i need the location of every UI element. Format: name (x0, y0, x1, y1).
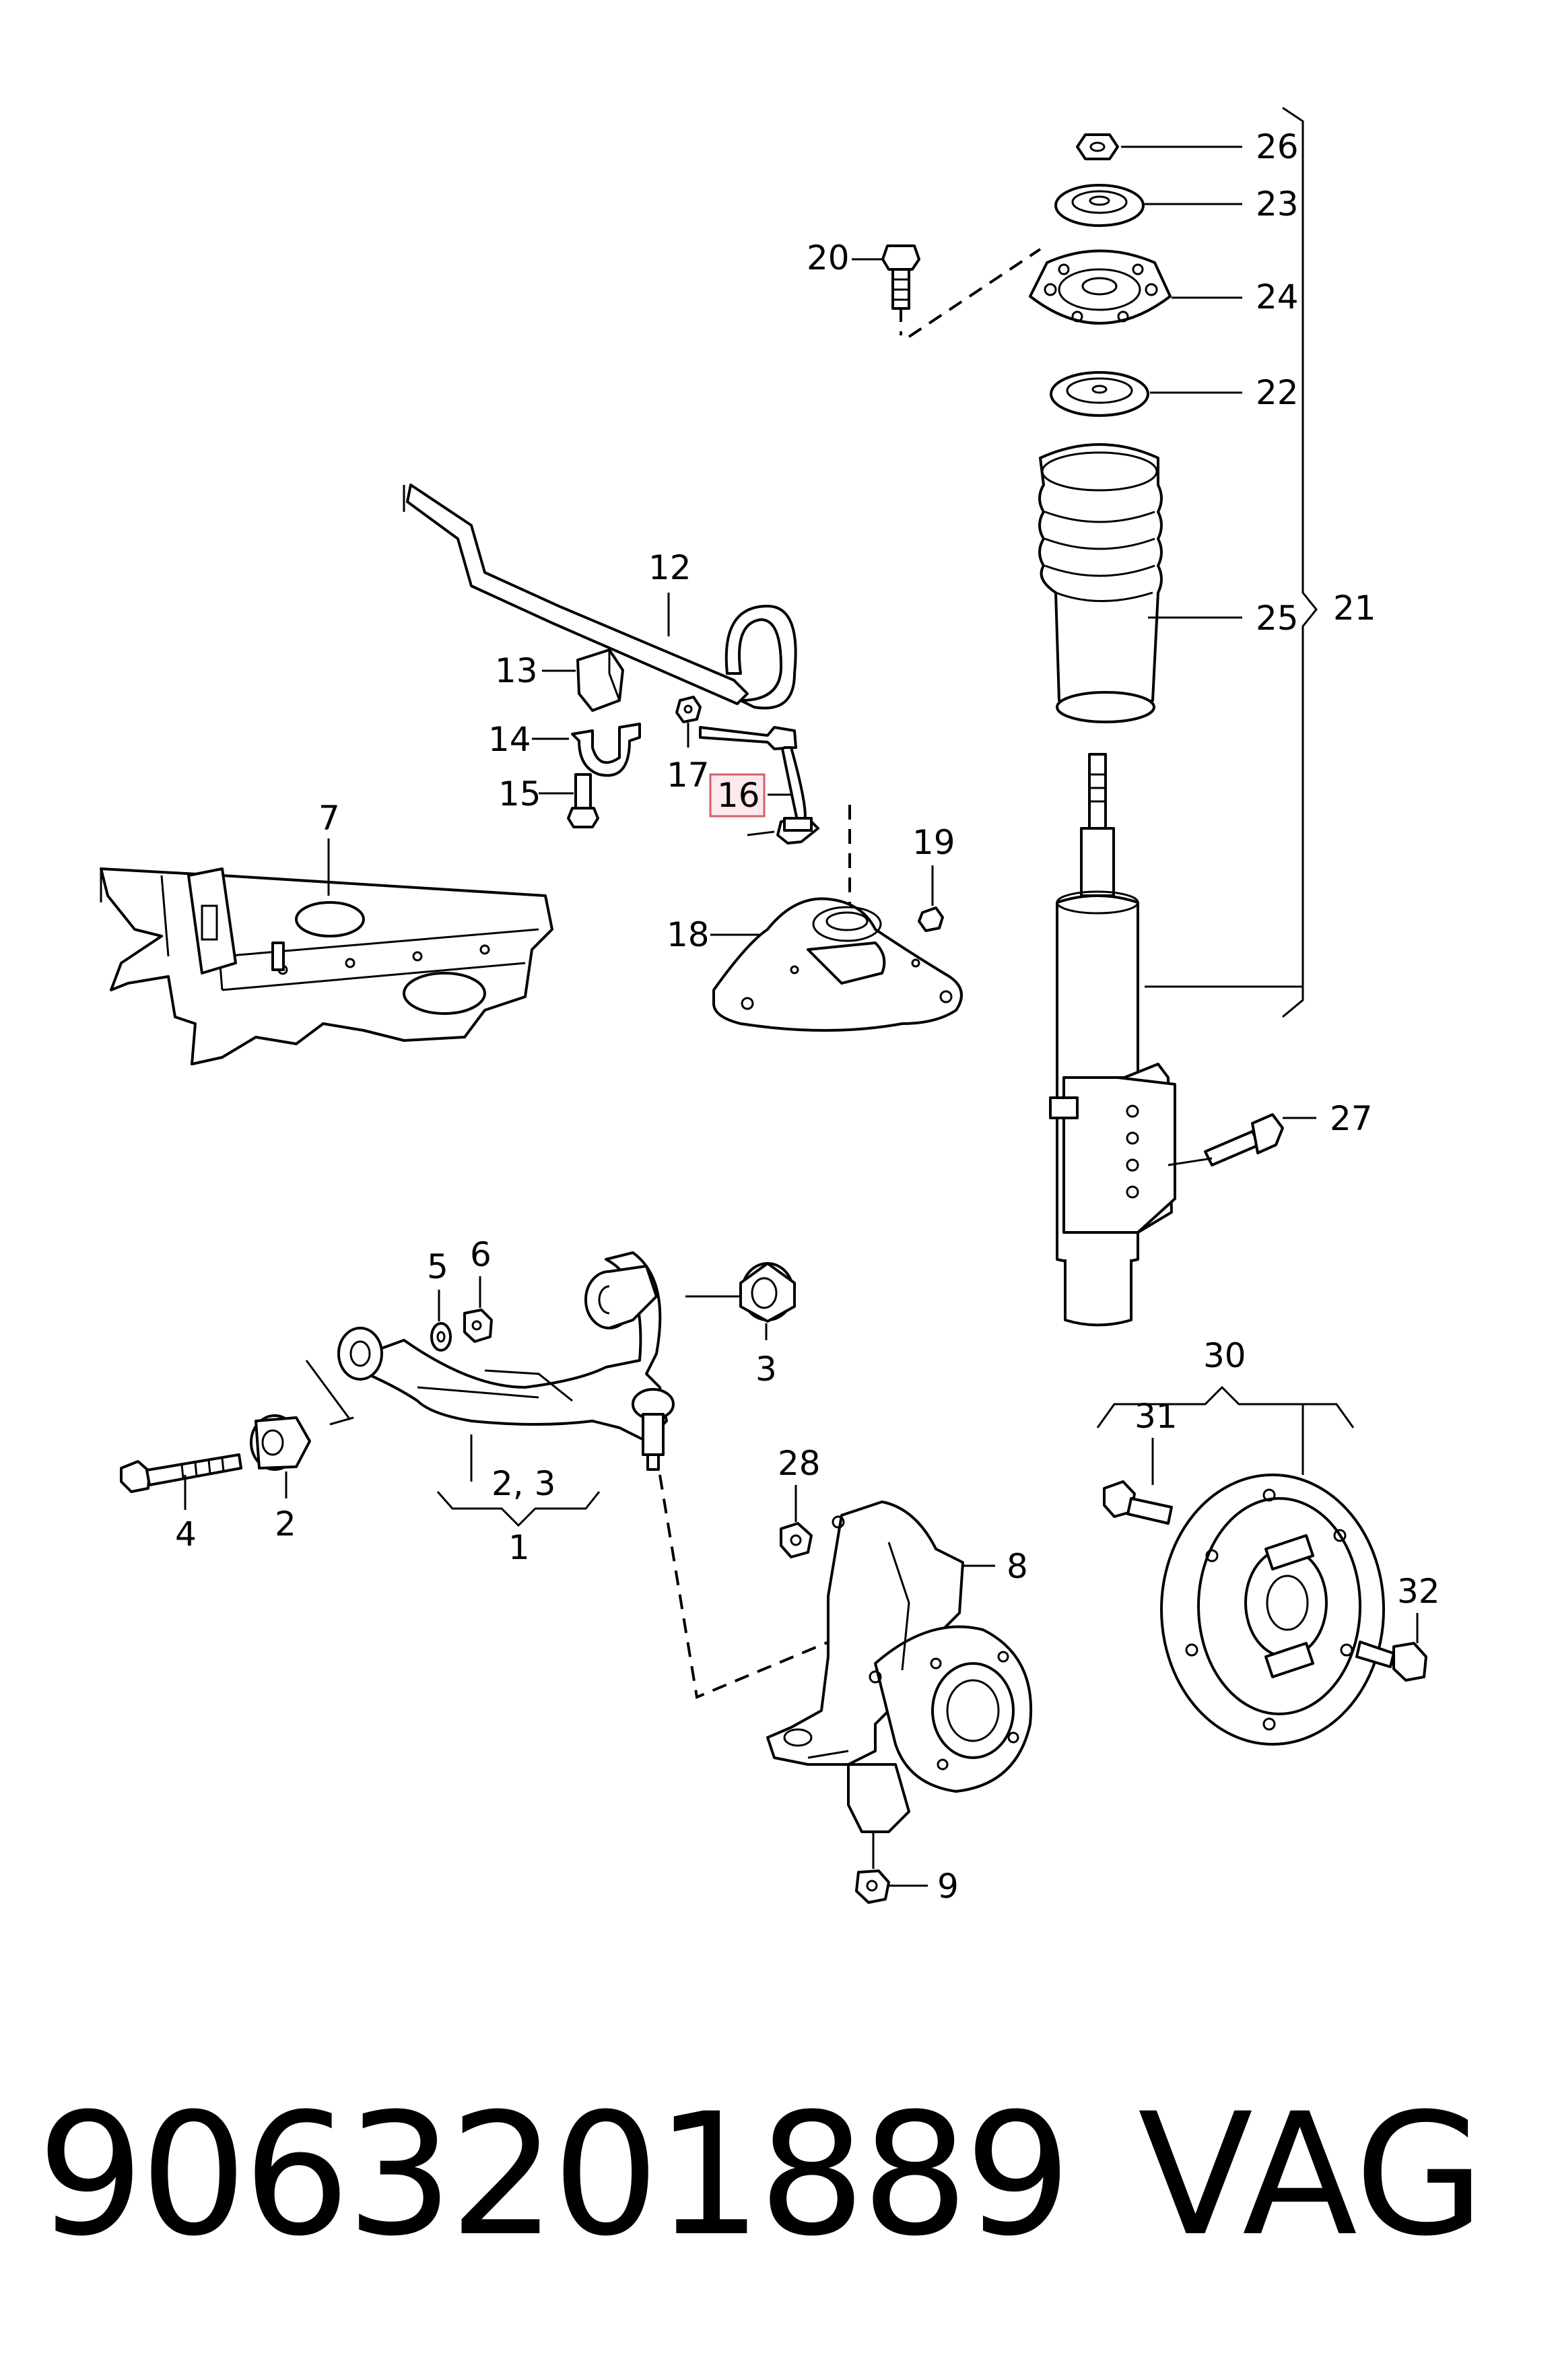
callout-5: 5 (427, 1247, 448, 1286)
top-mount-24 (1029, 249, 1172, 325)
callout-7: 7 (318, 799, 340, 838)
callout-23: 23 (1256, 185, 1299, 224)
callout-12: 12 (648, 548, 691, 587)
bolt-31 (1103, 1480, 1173, 1525)
nut-9 (855, 1870, 890, 1904)
wishbone-1 (366, 1251, 675, 1471)
callout-18: 18 (667, 915, 710, 954)
strut-assembly (881, 133, 1284, 1327)
wheel-hub-30 (1103, 1474, 1427, 1746)
callout-4: 4 (175, 1515, 197, 1554)
nut-28 (780, 1522, 813, 1558)
callout-24: 24 (1256, 277, 1299, 317)
subframe-7 (100, 867, 553, 1065)
callout-1: 1 (508, 1528, 530, 1567)
callout-19: 19 (912, 823, 955, 862)
part-number: 9063201889 (37, 2077, 1072, 2273)
clamp-14 (571, 723, 641, 777)
bushing-front (337, 1327, 383, 1381)
stabilizer-bar-12 (403, 484, 797, 710)
washer-5 (430, 1322, 452, 1352)
callout-26: 26 (1256, 127, 1299, 166)
callout-17: 17 (667, 756, 710, 795)
callout-labels: 26 23 20 24 22 12 25 21 13 14 17 16 15 7… (175, 127, 1440, 1906)
callout-27: 27 (1330, 1099, 1373, 1138)
callout-21: 21 (1333, 589, 1376, 628)
dust-boot-25 (1038, 443, 1163, 723)
bushing-rear (584, 1265, 658, 1329)
footer: 9063201889 VAG (0, 2074, 1556, 2276)
callout-16: 16 (717, 776, 760, 815)
callout-2-3: 2, 3 (492, 1464, 555, 1503)
bolt-20 (881, 244, 920, 310)
shock-absorber-body (1049, 890, 1176, 1327)
bolt-15 (567, 773, 599, 828)
callout-3: 3 (755, 1350, 777, 1389)
bolt-32 (1355, 1641, 1427, 1682)
coupling-rod-16 (699, 726, 819, 845)
nut-19 (918, 906, 944, 932)
bushing-13 (576, 649, 624, 712)
callout-2: 2 (275, 1505, 296, 1544)
brand-name: VAG (1138, 2077, 1485, 2273)
bushing-2 (250, 1414, 311, 1471)
nut-6 (463, 1309, 493, 1343)
callout-28: 28 (778, 1444, 821, 1483)
callout-9: 9 (937, 1867, 959, 1906)
spring-plate-22 (1050, 371, 1149, 417)
leader-lines (184, 106, 1419, 1887)
bushing-3 (739, 1262, 796, 1323)
knuckle-8 (766, 1500, 1033, 1904)
callout-14: 14 (488, 720, 531, 759)
callout-8: 8 (1007, 1547, 1028, 1586)
clamp-bolt-27 (1168, 1113, 1284, 1166)
nut-17 (675, 696, 702, 723)
callout-13: 13 (495, 651, 538, 690)
callout-30: 30 (1203, 1336, 1246, 1375)
callout-32: 32 (1397, 1572, 1440, 1611)
callout-15: 15 (498, 774, 541, 814)
control-arm-assembly (120, 1251, 842, 1699)
mount-18 (712, 897, 963, 1032)
highlight-box-16 (709, 773, 766, 818)
callout-6: 6 (470, 1235, 492, 1274)
callout-20: 20 (807, 238, 850, 277)
stabilizer-assembly (403, 484, 963, 1032)
bolt-4 (120, 1453, 242, 1493)
piston-rod (1080, 753, 1115, 897)
callout-22: 22 (1256, 373, 1299, 412)
callout-25: 25 (1256, 599, 1299, 638)
bearing-washer-23 (1054, 184, 1145, 227)
callout-31: 31 (1135, 1397, 1178, 1436)
top-nut-26 (1076, 133, 1119, 160)
